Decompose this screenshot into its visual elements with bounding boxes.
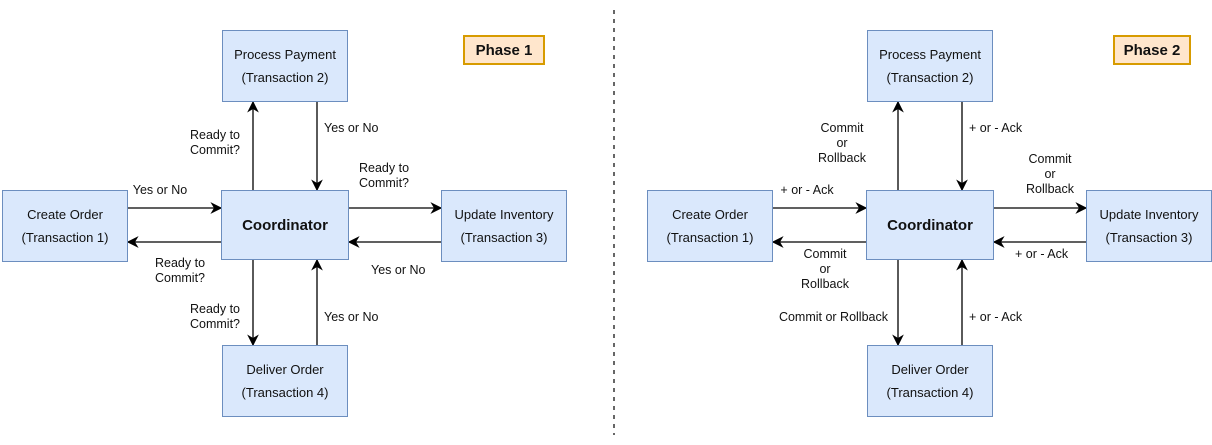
label-text-line: Commit? — [154, 271, 205, 285]
phase1-label-from-left: Yes or No — [133, 183, 187, 198]
label-text-line: or — [1044, 167, 1056, 181]
label-text-line: Commit — [1028, 152, 1072, 166]
phase1-node-left: Create Order (Transaction 1) — [2, 190, 128, 262]
label-text-line: Commit? — [189, 317, 240, 331]
label-text-line: Commit? — [358, 176, 409, 190]
node-text-line: Create Order — [27, 207, 103, 222]
label-text-line: + or - Ack — [1015, 247, 1069, 261]
phase2-label-to-bottom: Commit or Rollback — [779, 310, 888, 325]
node-text-line: (Transaction 3) — [1105, 230, 1193, 245]
label-text-line: Rollback — [801, 277, 849, 291]
phase2-label-from-left: + or - Ack — [780, 183, 833, 198]
phase1-label-from-top: Yes or No — [324, 121, 378, 136]
label-text-line: Commit or Rollback — [778, 310, 888, 324]
label-text-line: Commit — [803, 247, 847, 261]
label-text-line: Commit — [820, 121, 864, 135]
node-text-line: Update Inventory — [1099, 207, 1199, 222]
node-text-line: Update Inventory — [454, 207, 554, 222]
label-text-line: Commit? — [189, 143, 240, 157]
phase1-label-from-right: Yes or No — [371, 263, 425, 278]
phase1-node-bottom: Deliver Order (Transaction 4) — [222, 345, 348, 417]
node-text-line: (Transaction 2) — [886, 70, 974, 85]
phase1-badge: Phase 1 — [463, 35, 545, 65]
phase2-node-top: Process Payment (Transaction 2) — [867, 30, 993, 102]
node-text-line: Coordinator — [887, 216, 973, 234]
label-text-line: Yes or No — [132, 183, 188, 197]
node-text-line: (Transaction 1) — [666, 230, 754, 245]
phase2-node-right: Update Inventory (Transaction 3) — [1086, 190, 1212, 262]
phase2-node-coordinator: Coordinator — [866, 190, 994, 260]
label-text-line: Yes or No — [324, 121, 379, 135]
label-text-line: or — [819, 262, 831, 276]
node-text-line: (Transaction 3) — [460, 230, 548, 245]
phase1-label-from-bottom: Yes or No — [324, 310, 378, 325]
node-text-line: Coordinator — [242, 216, 328, 234]
label-text-line: Ready to — [189, 302, 240, 316]
label-text-line: Rollback — [818, 151, 866, 165]
label-text-line: Yes or No — [324, 310, 379, 324]
label-text-line: Rollback — [1026, 182, 1074, 196]
label-text-line: Yes or No — [371, 263, 426, 277]
phase2-node-left: Create Order (Transaction 1) — [647, 190, 773, 262]
label-text-line: or — [836, 136, 848, 150]
label-text-line: + or - Ack — [969, 310, 1023, 324]
label-text-line: + or - Ack — [780, 183, 834, 197]
node-text-line: (Transaction 2) — [241, 70, 329, 85]
label-text-line: Ready to — [358, 161, 410, 175]
node-text-line: (Transaction 1) — [21, 230, 109, 245]
phase1-node-right: Update Inventory (Transaction 3) — [441, 190, 567, 262]
node-text-line: Deliver Order — [246, 362, 324, 377]
node-text-line: (Transaction 4) — [241, 385, 329, 400]
phase2-label-from-top: + or - Ack — [969, 121, 1022, 136]
phase2-label-from-right: + or - Ack — [1015, 247, 1068, 262]
node-text-line: (Transaction 4) — [886, 385, 974, 400]
phase2-node-bottom: Deliver Order (Transaction 4) — [867, 345, 993, 417]
phase2-label-from-bottom: + or - Ack — [969, 310, 1022, 325]
label-text-line: Ready to — [154, 256, 206, 270]
node-text-line: Process Payment — [879, 47, 981, 62]
node-text-line: Create Order — [672, 207, 748, 222]
label-text-line: + or - Ack — [969, 121, 1023, 135]
node-text-line: Process Payment — [234, 47, 336, 62]
phase2-badge: Phase 2 — [1113, 35, 1191, 65]
phase1-node-top: Process Payment (Transaction 2) — [222, 30, 348, 102]
node-text-line: Deliver Order — [891, 362, 969, 377]
phase1-node-coordinator: Coordinator — [221, 190, 349, 260]
label-text-line: Ready to — [189, 128, 240, 142]
